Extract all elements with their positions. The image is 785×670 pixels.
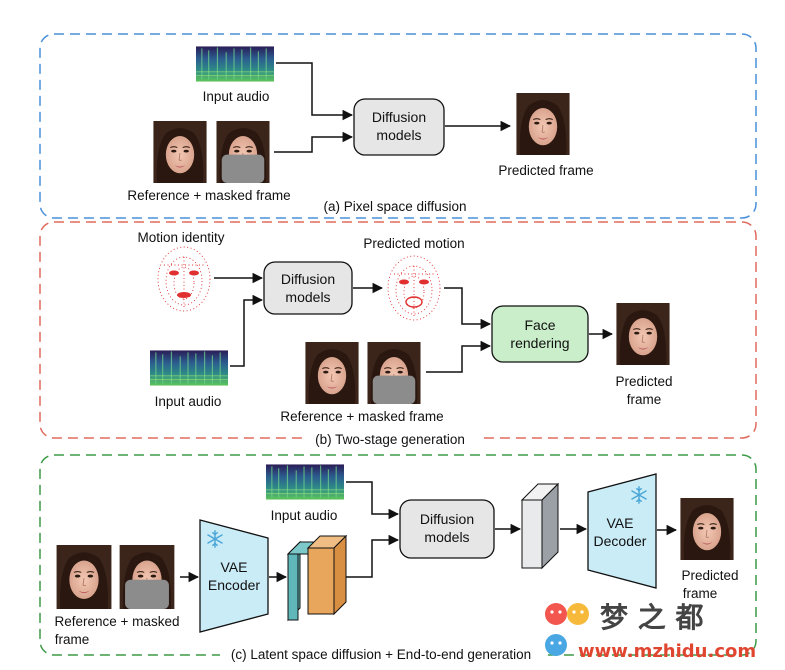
diffusion-label-a-2: models bbox=[376, 127, 421, 143]
predicted-label-c-1: Predicted bbox=[681, 568, 738, 583]
input-audio-label-c: Input audio bbox=[271, 508, 338, 523]
predicted-label-b-1: Predicted bbox=[615, 374, 672, 389]
reference-label-b: Reference + masked frame bbox=[280, 409, 443, 424]
arrow-frame-to-diffusion-a bbox=[274, 131, 354, 153]
reference-label-a: Reference + masked frame bbox=[127, 188, 290, 203]
panel-c-border bbox=[39, 454, 757, 656]
diffusion-label-a-1: Diffusion bbox=[372, 109, 426, 125]
vae-encoder bbox=[199, 519, 269, 633]
audio-spectrogram-a bbox=[196, 45, 274, 83]
predicted-label-a: Predicted frame bbox=[498, 163, 593, 178]
panel-a-border bbox=[39, 33, 757, 219]
audio-spectrogram-c bbox=[266, 463, 344, 501]
watermark-url: www.mzhidu.com bbox=[578, 641, 756, 662]
panel-c: Input audio Reference + masked frame VAE… bbox=[39, 454, 757, 662]
diffusion-label-c-2: models bbox=[424, 529, 469, 545]
reference-face-b bbox=[304, 342, 360, 404]
vae-decoder-label-2: Decoder bbox=[594, 533, 647, 549]
predicted-motion-mesh bbox=[387, 255, 441, 321]
face-rendering-box bbox=[491, 305, 589, 363]
masked-face-a bbox=[216, 121, 269, 183]
input-audio-label-b: Input audio bbox=[155, 394, 222, 409]
reference-face-c bbox=[55, 545, 113, 609]
watermark: 梦 之 都 www.mzhidu.com bbox=[545, 601, 756, 662]
arrow-audio-to-diffusion-b bbox=[230, 294, 264, 367]
diffusion-box-b bbox=[263, 261, 353, 315]
arrow-audio-to-diffusion-a bbox=[276, 62, 354, 121]
predicted-label-c-2: frame bbox=[683, 586, 718, 601]
diffusion-label-b-2: models bbox=[285, 289, 330, 305]
arrow-latent-to-diffusion-c bbox=[346, 534, 400, 578]
masked-face-b bbox=[367, 342, 420, 404]
panel-a: Input audio Reference + masked frame Dif… bbox=[39, 33, 757, 219]
motion-identity-mesh bbox=[157, 246, 211, 312]
face-rendering-label-2: rendering bbox=[510, 335, 569, 351]
latent-output bbox=[520, 482, 560, 570]
diffusion-box-a bbox=[353, 98, 445, 156]
audio-spectrogram-b bbox=[150, 349, 228, 387]
face-rendering-label-1: Face bbox=[524, 317, 555, 333]
panel-b-border bbox=[39, 221, 757, 439]
diffusion-box-c bbox=[399, 499, 495, 559]
vae-encoder-label-2: Encoder bbox=[208, 577, 260, 593]
caption-c: (c) Latent space diffusion + End-to-end … bbox=[231, 647, 531, 662]
watermark-title: 梦 之 都 bbox=[600, 601, 704, 634]
diffusion-label-c-1: Diffusion bbox=[420, 511, 474, 527]
predicted-label-b-2: frame bbox=[627, 392, 662, 407]
watermark-logo-yellow bbox=[567, 603, 589, 625]
arrow-audio-to-diffusion-c bbox=[346, 481, 400, 520]
motion-identity-label: Motion identity bbox=[137, 230, 224, 245]
diffusion-label-b-1: Diffusion bbox=[281, 271, 335, 287]
panel-b: Motion identity Diffusion models Input a… bbox=[39, 221, 757, 447]
arrow-motion-to-render-b bbox=[444, 287, 492, 330]
reference-label-c-2: frame bbox=[55, 632, 90, 647]
watermark-logo-red bbox=[545, 603, 567, 625]
caption-b: (b) Two-stage generation bbox=[315, 432, 465, 447]
reference-label-c-1: Reference + masked bbox=[55, 614, 180, 629]
predicted-motion-label: Predicted motion bbox=[363, 236, 464, 251]
input-audio-label-a: Input audio bbox=[203, 89, 270, 104]
arrow-frame-to-render-b bbox=[426, 340, 492, 373]
predicted-face-b bbox=[615, 303, 671, 365]
masked-face-c bbox=[120, 545, 175, 609]
vae-encoder-label-1: VAE bbox=[221, 559, 248, 575]
caption-a: (a) Pixel space diffusion bbox=[323, 199, 466, 214]
reference-face-a bbox=[152, 121, 208, 183]
predicted-face-a bbox=[515, 93, 571, 155]
vae-decoder-label-1: VAE bbox=[607, 515, 634, 531]
watermark-logo-blue bbox=[545, 634, 567, 656]
latent-features bbox=[286, 534, 348, 622]
predicted-face-c bbox=[679, 498, 735, 560]
